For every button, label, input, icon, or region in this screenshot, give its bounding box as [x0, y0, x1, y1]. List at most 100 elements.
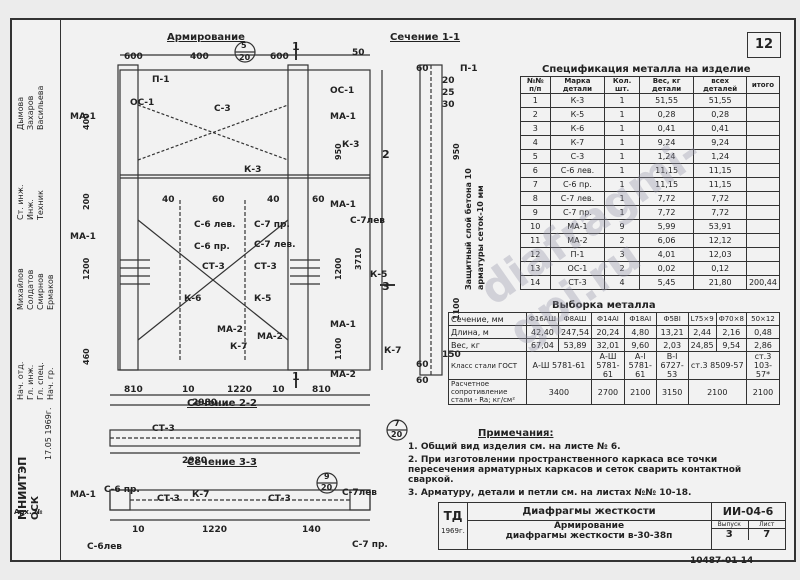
series-code: ИИ-04-6 — [711, 503, 785, 521]
spec-cell: С-7 лев. — [549, 191, 606, 206]
metal-col-header: Ф18АI — [623, 312, 657, 326]
spec-cell — [745, 163, 781, 178]
dim-1200-b: 1200 — [82, 257, 91, 280]
spec-cell: 1 — [604, 149, 640, 164]
dim-1200-a: 1200 — [334, 257, 343, 280]
dim-40-b: 40 — [267, 195, 280, 205]
name-3: Смирнов — [36, 273, 45, 310]
metal-cell: 247,54 — [558, 325, 593, 339]
metal-cell: 24,85 — [687, 338, 717, 352]
section-mark-2: 2 — [382, 148, 390, 161]
dim-950: 950 — [334, 143, 343, 160]
dim-10-c: 10 — [132, 525, 145, 535]
spec-cell: К-5 — [549, 107, 606, 122]
label-os1-b: ОС-1 — [330, 86, 355, 96]
dim-1220: 1220 — [227, 385, 253, 395]
name-7: Васильева — [36, 85, 45, 130]
label-k6: К-6 — [184, 294, 202, 304]
dim-460: 460 — [82, 348, 91, 365]
label-ma1-d: МА-1 — [330, 320, 356, 330]
name-2: Солдатов — [26, 269, 35, 310]
mark-7: 7 — [394, 419, 400, 428]
spec-cell: 12,12 — [693, 233, 747, 248]
table-row: Расчетное сопротивление стали - Ra; кг/с… — [448, 379, 781, 405]
spec-cell: 0,28 — [693, 107, 747, 122]
role-1: Нач. отд. — [16, 361, 25, 400]
spec-cell: 7,72 — [638, 191, 695, 206]
spec-cell: 11 — [520, 233, 551, 248]
metal-cell: 2,44 — [687, 325, 717, 339]
metal-cell: А-Ш 5781-61 — [591, 351, 625, 380]
dim-810-b: 810 — [312, 385, 331, 395]
label-ma2-c: МА-2 — [330, 370, 356, 380]
metal-row-label: Вес, кг — [448, 338, 527, 352]
spec-cell — [745, 261, 781, 276]
dim-60-e: 60 — [416, 376, 429, 386]
metal-cell: 42,40 — [525, 325, 560, 339]
issue-value: 3 — [711, 529, 749, 540]
spec-cell — [745, 191, 781, 206]
view-section-1-1-title: Сечение 1-1 — [390, 32, 461, 43]
spec-cell: 53,91 — [693, 219, 747, 234]
spec-cell: 51,55 — [638, 93, 695, 108]
metal-col-header: Ф14АI — [591, 312, 625, 326]
metal-row-label: Длина, м — [448, 325, 527, 339]
spec-cell: С-7 пр. — [549, 205, 606, 220]
metal-cell: 67,04 — [525, 338, 560, 352]
label-c6-lev-b: С-6лев — [87, 542, 122, 552]
archive-stamp: 10487-01 14 — [690, 556, 754, 566]
label-ct3-c: СТ-3 — [152, 424, 175, 434]
label-c6-lev: С-6 лев. — [194, 220, 236, 230]
label-p1: П-1 — [152, 75, 170, 85]
spec-cell — [745, 247, 781, 262]
dim-2980-b: 2980 — [182, 456, 208, 466]
spec-cell: П-1 — [549, 247, 606, 262]
spec-cell: К-3 — [549, 93, 606, 108]
label-os1-a: ОС-1 — [130, 98, 155, 108]
label-k5-a: К-5 — [254, 294, 272, 304]
label-k7-b: К-7 — [384, 346, 402, 356]
spec-header-5: итого — [745, 76, 781, 94]
metal-cell: 2100 — [687, 379, 747, 405]
archive-label: Арх. № — [14, 508, 43, 516]
metal-cell: 2700 — [591, 379, 625, 405]
note-1: 1. Общий вид изделия см. на листе № 6. — [408, 442, 621, 452]
spec-cell — [745, 107, 781, 122]
role-5: Ст. инж. — [16, 184, 25, 220]
metal-cell: ст.3 103-57* — [745, 351, 781, 380]
dim-140: 140 — [302, 525, 321, 535]
label-p1-section: П-1 — [460, 64, 478, 74]
label-k7-c: К-7 — [192, 490, 210, 500]
dim-60-c: 60 — [416, 64, 429, 74]
drawing-canvas — [109, 41, 443, 521]
note-3: 3. Арматуру, детали и петли см. на листа… — [408, 488, 692, 498]
mark-9-20: 20 — [321, 483, 333, 492]
title-line-2: Армирование — [553, 521, 625, 531]
dim-200: 200 — [82, 193, 91, 210]
spec-cell: 1,24 — [693, 149, 747, 164]
spec-cell: ОС-1 — [549, 261, 606, 276]
view-section-3-3-title: Сечение 3-3 — [187, 457, 258, 468]
spec-cell — [745, 219, 781, 234]
page-number: 12 — [747, 32, 781, 58]
label-c3: С-3 — [214, 104, 231, 114]
role-4: Нач. гр. — [46, 367, 55, 400]
label-c7-lev: С-7 лев. — [254, 240, 296, 250]
spec-cell: 11,15 — [693, 177, 747, 192]
label-k3-b: К-3 — [244, 165, 262, 175]
spec-cell: 13 — [520, 261, 551, 276]
spec-cell: 1 — [604, 163, 640, 178]
spec-cell: 5,99 — [638, 219, 695, 234]
spec-cell: 7,72 — [693, 205, 747, 220]
